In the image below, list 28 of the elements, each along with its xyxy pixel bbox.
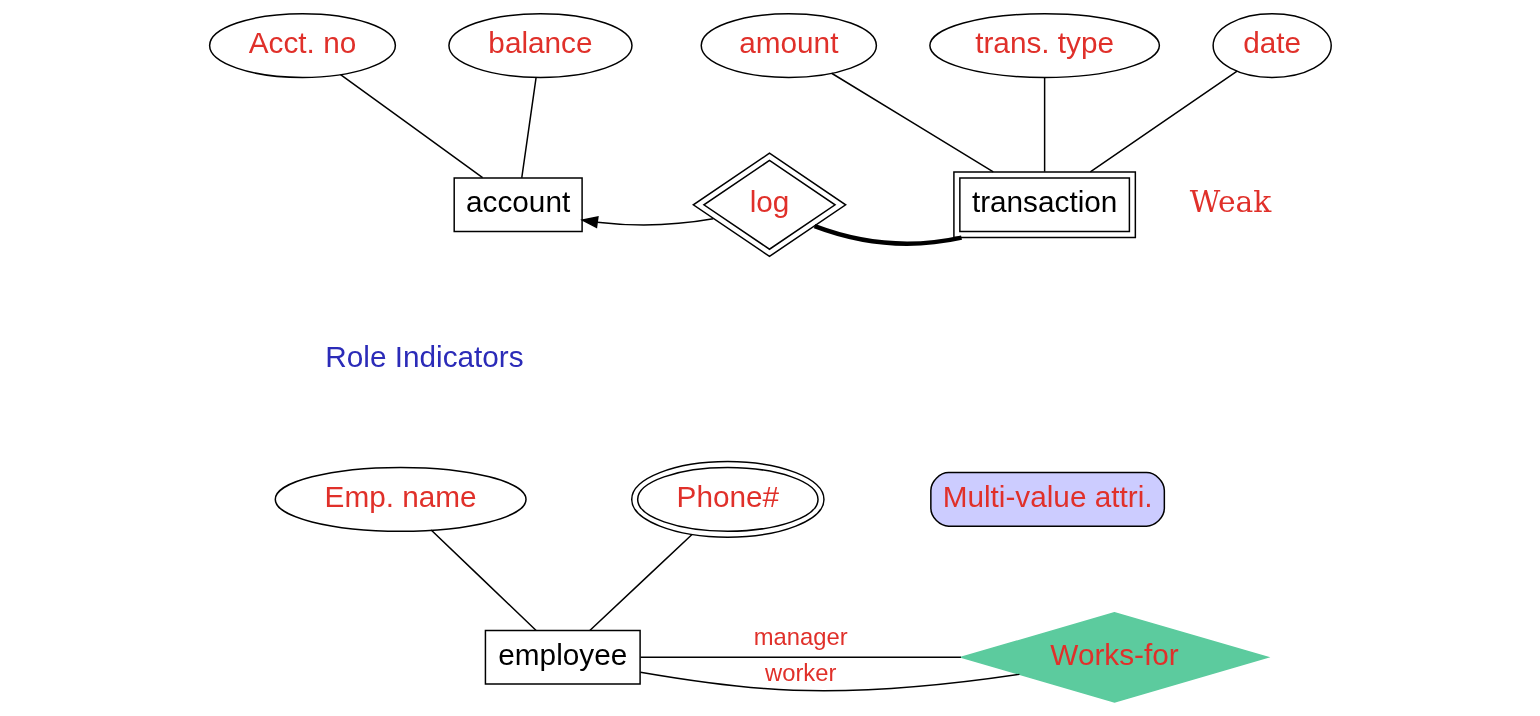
node-box: Multi-value attri. (929, 471, 1165, 527)
connector (813, 224, 962, 246)
node-ellipse: balance (447, 13, 633, 79)
node-ellipse: amount (700, 13, 877, 79)
arrow (579, 216, 714, 229)
connector (339, 73, 483, 179)
connector (639, 671, 1020, 692)
connector (830, 72, 994, 173)
node-box: account (452, 177, 583, 233)
node-ellipse: Emp. name (274, 466, 527, 532)
connector (429, 529, 537, 632)
node-ellipse: trans. type (928, 13, 1160, 79)
node-diamond: log (691, 152, 847, 258)
node-ellipse: Acct. no (208, 13, 396, 79)
node-diamond: Works-for (958, 611, 1270, 703)
edge-label: worker (764, 658, 836, 686)
connector (588, 533, 693, 632)
node-ellipse: Phone# (630, 460, 825, 538)
connector (639, 656, 962, 659)
node-box: employee (484, 629, 641, 685)
node-label: Weak (1189, 184, 1271, 220)
node-ellipse: date (1211, 13, 1332, 79)
edge-label: manager (753, 623, 848, 651)
connector (1089, 70, 1238, 173)
node-box: transaction (952, 171, 1136, 239)
connector (1043, 76, 1045, 173)
label: Role Indicators (324, 339, 524, 373)
connector (520, 76, 537, 179)
